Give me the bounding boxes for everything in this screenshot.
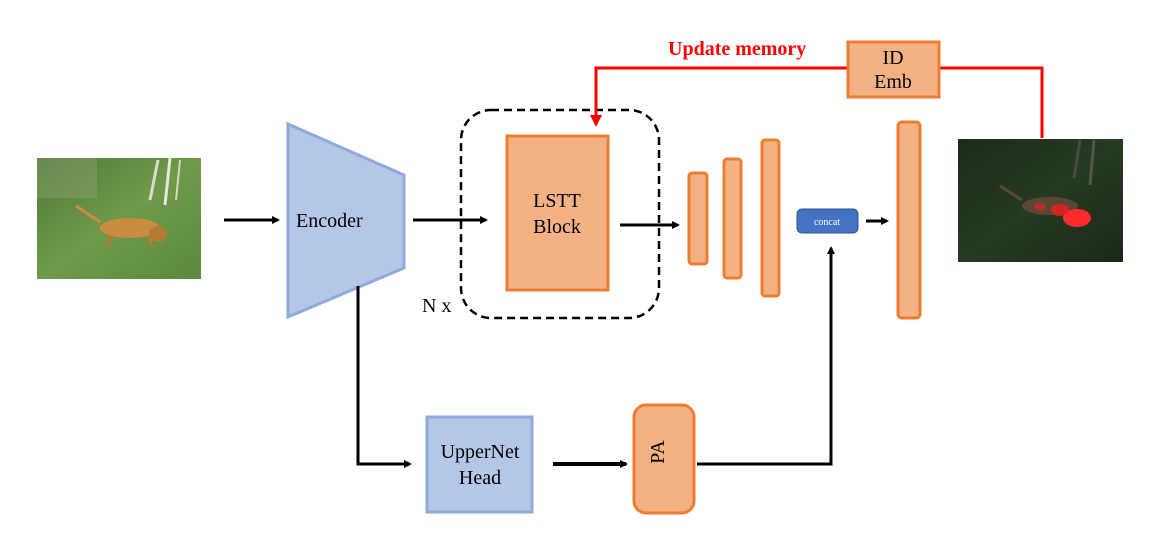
id-emb-block <box>846 40 941 99</box>
lstt-label-line2: Block <box>533 216 581 238</box>
pa-label: PA <box>647 440 669 464</box>
concat-block <box>796 208 859 234</box>
final-bar <box>896 120 922 320</box>
uppernet-head-block <box>425 415 534 514</box>
uppernet-label-line2: Head <box>459 467 501 489</box>
repeat-dashed-box <box>459 108 661 320</box>
update-memory-path <box>590 66 1044 138</box>
encoder-label: Encoder <box>296 210 363 232</box>
decoder-bar-3 <box>760 138 781 298</box>
arrow-pa-to-concat <box>697 246 835 466</box>
id-emb-label-line2: Emb <box>874 71 912 93</box>
encoder-block <box>286 121 406 320</box>
decoder-bar-2 <box>722 157 743 280</box>
output-image <box>958 139 1123 262</box>
decoder-bar-1 <box>687 171 709 266</box>
repeat-label: N x <box>422 295 451 317</box>
id-emb-label-line1: ID <box>882 47 903 69</box>
uppernet-label-line1: UpperNet <box>441 441 520 463</box>
update-memory-label: Update memory <box>668 38 806 60</box>
concat-label: concat <box>814 217 840 228</box>
lstt-block <box>505 134 610 292</box>
pa-block <box>632 403 696 515</box>
arrow-encoder-to-uppernet <box>356 286 412 468</box>
lstt-label-line1: LSTT <box>533 190 581 212</box>
input-image <box>37 157 201 279</box>
